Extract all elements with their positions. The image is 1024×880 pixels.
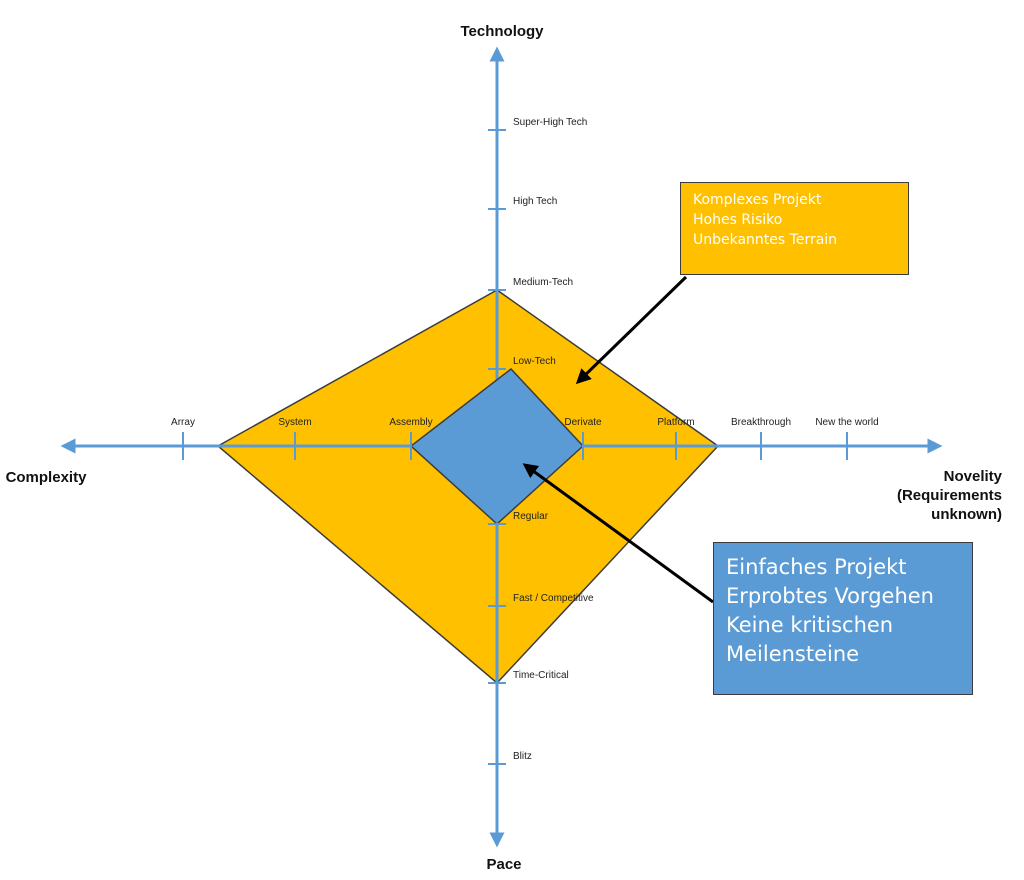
callout-line: Unbekanntes Terrain [693,232,838,248]
technology-tick-label: Medium-Tech [513,277,573,288]
pace-tick-label: Regular [513,511,549,522]
novelty-tick-label: Breakthrough [731,417,791,428]
technology-tick-label: Low-Tech [513,356,556,367]
novelty-tick-label: Platform [657,417,694,428]
callout-line: Meilensteine [726,642,860,666]
pace-axis-title: Pace [486,856,521,873]
novelty-tick-label: Derivate [564,417,602,428]
complex-project-callout: Komplexes Projekt Hohes Risiko Unbekannt… [680,182,909,275]
technology-axis-title: Technology [460,23,544,40]
technology-tick-label: High Tech [513,196,557,207]
callout-line: Einfaches Projekt [726,555,907,579]
pace-tick-label: Time-Critical [513,670,569,681]
callout-line: Hohes Risiko [693,212,783,228]
simple-callout-arrow [522,463,714,604]
novelty-tick-label: New the world [815,417,878,428]
complex-callout-arrow [575,275,688,385]
callout-line: Keine kritischen [726,613,894,637]
axis-ticks: Low-Tech Medium-Tech High Tech Super-High T… [171,117,879,765]
complexity-tick-label: Assembly [389,417,432,428]
callout-line: Erprobtes Vorgehen [726,584,934,608]
novelty-axis-subtitle-2: unknown) [931,506,1002,523]
complexity-tick-label: System [278,417,311,428]
complexity-tick-label: Array [171,417,195,428]
complexity-axis-title: Complexity [6,469,88,486]
novelty-axis-title: Novelity [944,468,1003,485]
novelty-axis-subtitle: (Requirements [897,487,1002,504]
technology-tick-label: Super-High Tech [513,117,587,128]
simple-project-callout: Einfaches Projekt Erprobtes Vorgehen Kei… [713,542,973,695]
callout-line: Komplexes Projekt [693,192,822,208]
pace-tick-label: Blitz [513,751,532,762]
pace-tick-label: Fast / Competitive [513,593,594,604]
